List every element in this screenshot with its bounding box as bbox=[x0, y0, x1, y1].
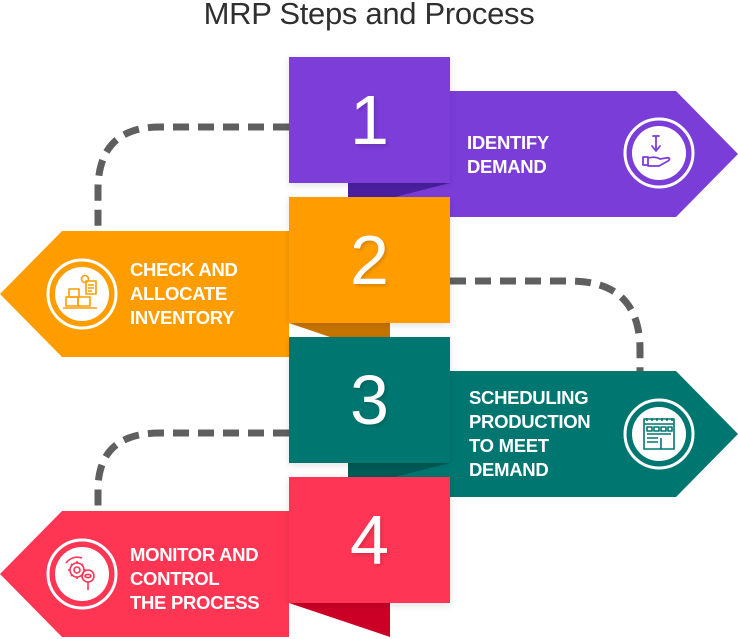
step-4-icon-ring bbox=[46, 538, 118, 610]
step-1-fold-tip bbox=[395, 183, 450, 197]
step-3-label-line: PRODUCTION bbox=[469, 411, 591, 432]
step-3-label-line: DEMAND bbox=[469, 459, 549, 480]
step-1-label-line: DEMAND bbox=[467, 156, 547, 177]
step-3 bbox=[289, 337, 738, 497]
step-1-icon-ring bbox=[623, 117, 695, 189]
step-4-label: MONITOR AND CONTROL THE PROCESS bbox=[130, 543, 260, 615]
step-1-icon-disc bbox=[632, 126, 686, 180]
step-2-label-line: INVENTORY bbox=[130, 307, 235, 328]
step-3-fold-tip bbox=[395, 463, 450, 477]
step-3-arrow bbox=[450, 371, 738, 497]
step-1-number: 1 bbox=[350, 81, 389, 159]
connector-3-4 bbox=[94, 429, 289, 511]
step-2-label-line: CHECK AND bbox=[130, 259, 238, 280]
step-1-label: IDENTIFY DEMAND bbox=[467, 131, 549, 179]
step-3-label-line: TO MEET bbox=[469, 435, 549, 456]
step-2-icon-ring bbox=[46, 258, 118, 330]
step-3-icon-ring bbox=[623, 398, 695, 470]
step-4-number: 4 bbox=[350, 501, 389, 579]
hand-receive-arrow-icon bbox=[642, 135, 671, 167]
step-4-fold bbox=[289, 603, 390, 637]
page-title: MRP Steps and Process bbox=[203, 0, 535, 31]
step-2-icon-disc bbox=[55, 267, 109, 321]
connector-2-3 bbox=[450, 277, 644, 371]
step-4-label-line: THE PROCESS bbox=[130, 592, 260, 613]
step-1-number-box bbox=[289, 57, 450, 183]
step-3-label: SCHEDULING PRODUCTION TO MEET DEMAND bbox=[469, 386, 591, 482]
step-2-number: 2 bbox=[350, 221, 389, 299]
step-2-fold bbox=[289, 323, 390, 337]
step-3-label-line: SCHEDULING bbox=[469, 387, 589, 408]
step-3-number-box bbox=[289, 337, 450, 463]
step-4-number-box bbox=[289, 477, 450, 603]
step-2-label-line: ALLOCATE bbox=[130, 283, 227, 304]
step-4-label-line: CONTROL bbox=[130, 568, 220, 589]
step-1 bbox=[289, 57, 738, 217]
step-1-label-line: IDENTIFY bbox=[467, 132, 549, 153]
factory-calendar-icon bbox=[643, 418, 675, 450]
connector-1-2 bbox=[94, 123, 289, 231]
step-2-number-box bbox=[289, 197, 450, 323]
step-4-label-line: MONITOR AND bbox=[130, 544, 259, 565]
step-4 bbox=[0, 477, 450, 637]
gear-magnifier-icon bbox=[65, 556, 95, 590]
step-3-number: 3 bbox=[350, 361, 389, 439]
inventory-boxes-checklist-icon bbox=[63, 274, 97, 309]
step-2-label: CHECK AND ALLOCATE INVENTORY bbox=[130, 258, 238, 330]
